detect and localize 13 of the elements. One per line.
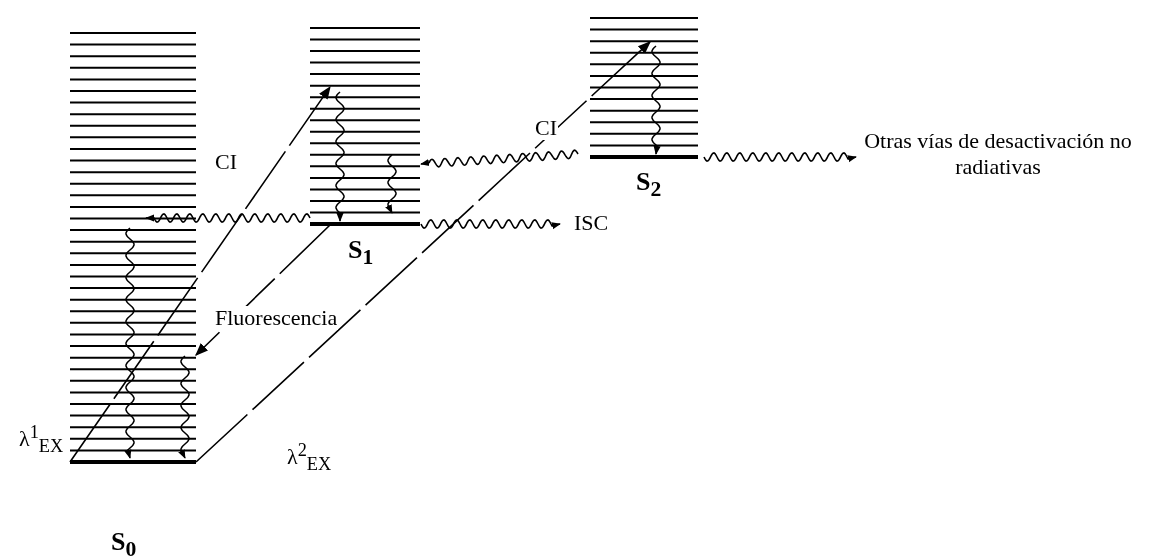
wavy-arrow <box>420 219 561 230</box>
arrow <box>69 85 331 463</box>
edge-label: Fluorescencia <box>214 306 339 330</box>
process-label: ISC <box>566 210 616 236</box>
arrow <box>195 41 651 463</box>
process-label: Otras vías de desactivación no radiativas <box>858 128 1138 180</box>
wavy-arrow <box>145 213 311 223</box>
state-label: S$_{0}$ <box>111 528 137 560</box>
arrow <box>195 224 331 356</box>
wavy-arrow <box>703 152 857 163</box>
state-label: S$_{2}$ <box>636 168 662 204</box>
state-label: S$_{1}$ <box>348 236 374 272</box>
wavy-arrow <box>420 149 579 168</box>
